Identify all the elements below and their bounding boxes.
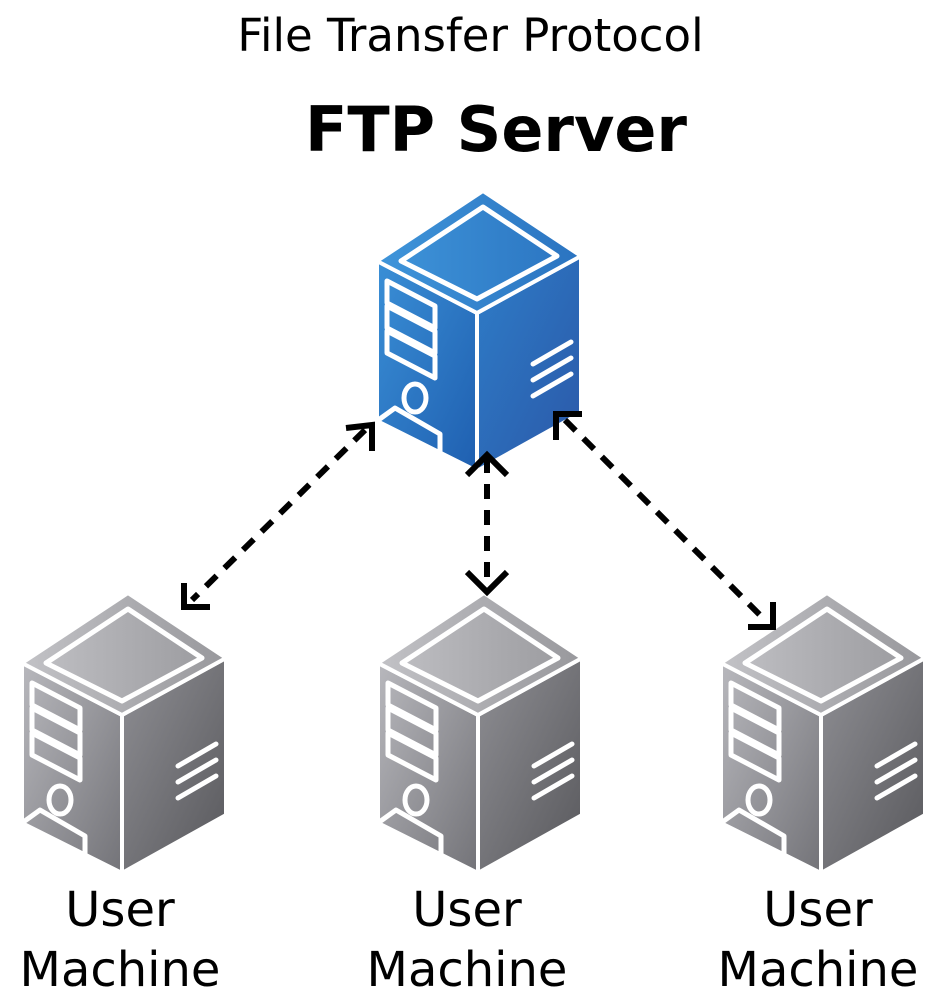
user-machine-label-3: User Machine xyxy=(688,880,941,1000)
user-machine-icon-3 xyxy=(719,591,927,875)
connector-server-machine-2 xyxy=(464,450,510,597)
connector-server-machine-3 xyxy=(553,411,776,630)
user-machine-label-1-line1: User xyxy=(65,882,175,938)
user-machine-icon-1 xyxy=(20,591,228,875)
ftp-server-label: FTP Server xyxy=(305,93,687,166)
connector-server-machine-1 xyxy=(181,421,375,610)
user-machine-label-2-line1: User xyxy=(412,882,522,938)
user-machine-label-1: User Machine xyxy=(0,880,250,1000)
user-machine-icon-2 xyxy=(376,591,584,875)
user-machine-label-2-line2: Machine xyxy=(366,942,568,998)
page-title: File Transfer Protocol xyxy=(237,9,704,62)
user-machine-label-2: User Machine xyxy=(337,880,597,1000)
user-machine-label-3-line1: User xyxy=(763,882,873,938)
ftp-server-icon xyxy=(375,189,583,473)
user-machine-label-1-line2: Machine xyxy=(19,942,221,998)
user-machine-label-3-line2: Machine xyxy=(717,942,919,998)
